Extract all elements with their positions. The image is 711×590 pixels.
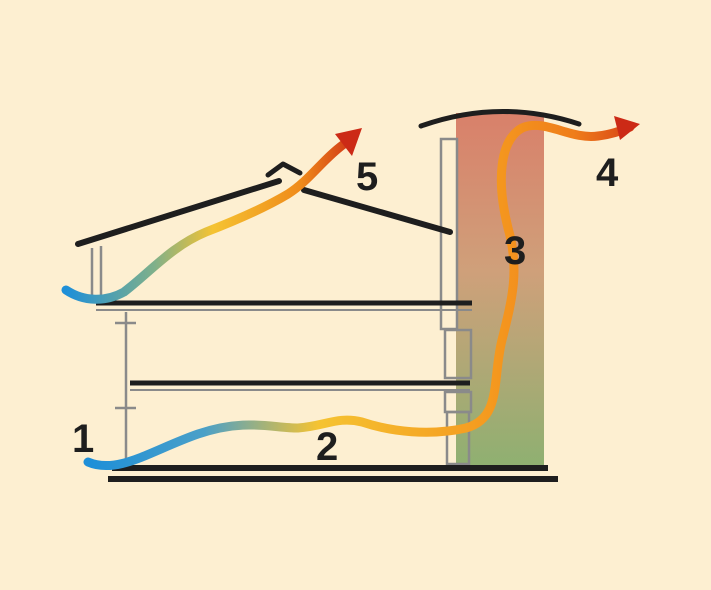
chimney-cap	[418, 109, 582, 129]
step-label-4: 4	[596, 151, 619, 195]
step-label-3: 3	[504, 229, 526, 273]
step-label-5: 5	[356, 155, 378, 199]
fireplace-outline	[439, 137, 473, 466]
attic-floor	[96, 300, 472, 311]
roof-exhaust-arrowhead	[335, 128, 362, 156]
second-floor	[130, 380, 470, 391]
roof-vent	[265, 161, 303, 178]
upper-airflow-arrow	[61, 139, 349, 304]
ground-floor	[108, 465, 558, 482]
lower-airflow-arrow	[83, 120, 635, 471]
roof	[75, 178, 453, 247]
step-label-2: 2	[316, 425, 338, 469]
left-wall	[115, 312, 136, 466]
eave-post	[90, 246, 103, 297]
step-label-1: 1	[72, 417, 94, 461]
chimney-exhaust-arrowhead	[614, 116, 640, 140]
